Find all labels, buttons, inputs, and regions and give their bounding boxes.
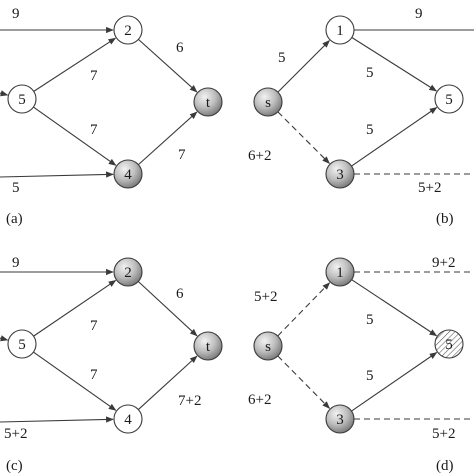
edge-label-a-4-t: 7 [178,147,186,163]
edge-a-in-5 [0,90,9,97]
edge-b-3-5 [351,107,438,167]
edge-label-b-1-out: 9 [415,6,423,22]
edge-a-5-4 [33,106,117,166]
edge-d-s-1 [277,282,331,337]
node-label-a-t: t [206,95,211,111]
edge-label-b-s-1: 5 [278,50,286,66]
node-d-3 [325,404,355,434]
edge-b-1-5 [351,37,437,92]
edge-b-s-3 [277,111,330,164]
panel-label-a: (a) [6,211,23,227]
edge-label-a-in-4: 5 [12,180,20,196]
edge-c-in-4 [0,416,114,423]
panel-label-b: (b) [436,211,454,227]
node-a-t [193,87,223,117]
edge-label-a-in-2: 9 [12,6,20,22]
edge-a-4-t [138,111,198,166]
node-a-5 [7,84,37,114]
node-label-d-1: 1 [336,265,344,281]
edge-label-d-1-5: 5 [366,312,374,328]
edge-label-d-s-1: 5+2 [254,289,277,305]
node-b-3 [325,159,355,189]
node-label-b-s: s [265,95,271,111]
node-label-d-3: 3 [336,412,344,428]
edge-label-b-3-5: 5 [366,122,374,138]
node-c-2 [113,257,143,287]
edge-label-d-3-5: 5 [366,368,374,384]
edge-label-b-3-out: 5+2 [418,180,441,196]
edge-b-s-1 [277,40,330,93]
node-label-c-5: 5 [18,337,26,353]
node-label-b-5: 5 [445,92,453,108]
node-label-a-4: 4 [124,167,132,183]
edge-d-1-5 [351,279,438,337]
edge-d-3-5 [351,352,438,412]
edge-label-c-2-t: 6 [176,286,184,302]
node-label-a-5: 5 [18,92,26,108]
node-label-c-4: 4 [124,412,132,428]
edge-label-c-4-t: 7+2 [178,393,201,409]
edge-a-in-4 [0,171,114,178]
edge-label-c-5-2: 7 [90,318,98,334]
node-c-t [193,331,223,361]
node-a-2 [113,15,143,45]
edge-label-c-in-2: 9 [12,255,20,271]
node-label-d-s: s [265,339,271,355]
node-a-4 [113,159,143,189]
edge-label-b-1-5: 5 [366,65,374,81]
edge-c-5-2 [33,279,117,337]
edge-d-s-3 [277,355,331,409]
node-b-5 [434,84,464,114]
edge-a-2-t [138,38,198,93]
edge-c-5-4 [33,351,117,411]
node-b-s [253,87,283,117]
panel-label-c: (c) [6,458,23,474]
node-d-s [253,331,283,361]
node-label-d-5: 5 [445,337,453,353]
edge-a-5-2 [33,37,117,92]
node-b-1 [325,15,355,45]
edge-c-4-t [137,355,198,410]
edge-layer [0,26,474,423]
edge-label-a-5-4: 7 [90,122,98,138]
edge-label-a-2-t: 6 [176,40,184,56]
edge-label-d-s-3: 6+2 [248,392,271,408]
node-layer: 2 5 4 t s 1 3 5 2 5 4 t s 1 3 5 [7,15,464,434]
node-c-5 [7,329,37,359]
node-d-5 [434,329,464,359]
node-label-b-1: 1 [336,23,344,39]
node-label-a-2: 2 [124,23,132,39]
node-label-b-3: 3 [336,167,344,183]
edge-c-in-5 [0,335,9,342]
edge-label-d-3-out: 5+2 [432,426,455,442]
edge-label-c-5-4: 7 [90,367,98,383]
label-layer: 9 5 7 7 6 7 (a) 5 6+2 5 5 9 5+2 (b) 9 5+2 7 7 6 7+2 (c) 5+2 6+… [4,6,455,474]
edge-label-a-5-2: 7 [90,68,98,84]
edge-label-d-1-out: 9+2 [432,255,455,271]
edge-c-2-t [137,281,198,337]
node-d-1 [325,257,355,287]
node-label-c-2: 2 [124,265,132,281]
edge-label-c-in-4: 5+2 [4,426,27,442]
node-label-c-t: t [206,339,211,355]
edge-label-b-s-3: 6+2 [248,148,271,164]
node-c-4 [113,404,143,434]
panel-label-d: (d) [436,458,454,474]
